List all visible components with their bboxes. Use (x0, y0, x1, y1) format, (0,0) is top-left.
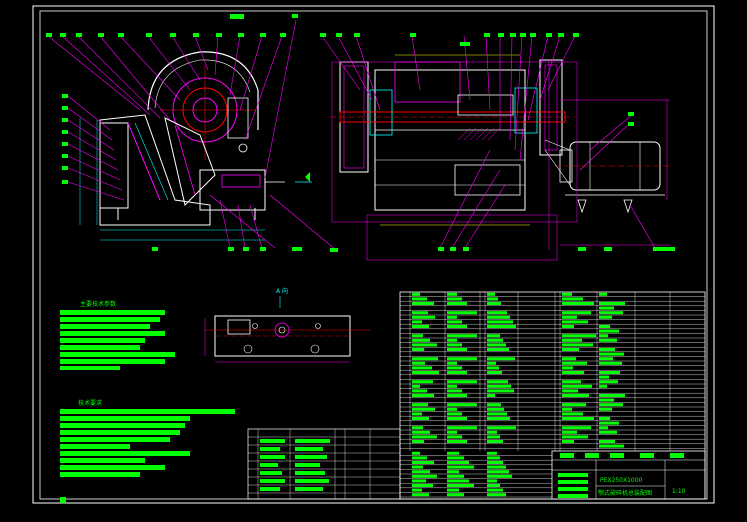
front-view-callout-marks (320, 33, 675, 251)
side-view-callout-marks (46, 14, 338, 252)
tech-requirements-block: 技术要求 (60, 399, 235, 503)
side-view (79, 51, 312, 241)
front-view-leaders (321, 35, 656, 249)
tech-params-heading: 主要技术参数 (80, 300, 116, 308)
model-number: PEX250X1000 (600, 477, 643, 484)
drawing-scale: 1:10 (672, 488, 686, 495)
outer-border (32, 5, 715, 504)
detail-marker-label: A 向 (276, 287, 288, 295)
side-view-leaders (47, 19, 337, 251)
drawing-name: 颚式破碎机总装配图 (598, 489, 652, 497)
front-view (330, 54, 670, 261)
parts-list (399, 291, 706, 500)
detail-view-a: A 向 (204, 287, 370, 363)
tech-requirements-heading: 技术要求 (78, 399, 102, 407)
tech-params-block: 主要技术参数 (60, 300, 175, 370)
title-block: PEX250X1000 颚式破碎机总装配图 1:10 (551, 450, 706, 500)
parts-table-lower (247, 428, 401, 500)
